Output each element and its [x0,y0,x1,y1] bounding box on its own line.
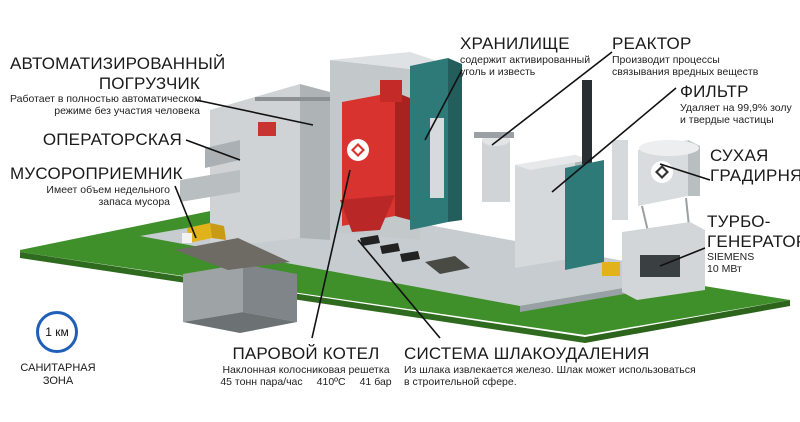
underground-pit [183,264,243,322]
steam-boiler [340,80,410,232]
sanitary-zone-line2: ЗОНА [42,374,74,387]
cooling-tower-label: СУХАЯ ГРАДИРНЯ [710,146,800,185]
boiler-spec-pressure: 41 бар [359,375,392,388]
slag-pile [425,256,470,274]
loader-desc-line2: режиме без участия человека [54,105,200,118]
storage-label: ХРАНИЛИЩЕ содержит активированный уголь … [460,34,590,78]
boiler-label: ПАРОВОЙ КОТЕЛ Наклонная колосниковая реш… [186,344,426,388]
bunker-hall-left-wall [210,84,300,248]
turbine-title-line2: ГЕНЕРАТОР [707,231,800,251]
slag-system-title: СИСТЕМА ШЛАКОУДАЛЕНИЯ [404,344,650,363]
control-room-box [180,170,240,202]
waste-bunker-label: МУСОРОПРИЕМНИК Имеет объем недельного за… [10,164,183,208]
slag-conveyors [360,235,420,262]
sanitary-zone-radius: 1 км [45,325,69,339]
boiler-spec-temperature: 410ºС [316,375,346,388]
slag-system-label: СИСТЕМА ШЛАКОУДАЛЕНИЯ Из шлака извлекает… [404,344,696,388]
filter-building [515,155,575,268]
generator-unit [602,262,620,276]
turbine-title-line1: ТУРБО- [707,212,771,231]
teal-hall [565,160,604,270]
boiler-title: ПАРОВОЙ КОТЕЛ [232,344,380,363]
waste-bunker-title: МУСОРОПРИЕМНИК [10,164,183,183]
reactor-desc-line1: Производит процессы [612,53,720,66]
loader-crane [258,122,276,136]
storage-title: ХРАНИЛИЩЕ [460,34,570,53]
storage-silo [430,118,444,198]
turbine-label: ТУРБО- ГЕНЕРАТОР SIEMENS 10 МВт [707,212,800,275]
filter-desc-line2: и твердые частицы [680,113,774,126]
sanitary-zone-label: САНИТАРНАЯ ЗОНА [10,362,106,387]
filter-desc-line1: Удаляет на 99,9% золу [680,101,792,114]
reactor-title: РЕАКТОР [612,34,692,53]
boiler-desc-line1: Наклонная колосниковая решетка [222,363,390,376]
lime-silo [612,140,628,220]
pointer-lines [174,51,711,339]
waste-bunker-desc-line1: Имеет объем недельного [46,183,170,196]
turbine-desc-line2: 10 МВт [707,263,742,276]
sanitary-zone-circle: 1 км [36,311,78,353]
slag-system-desc-line2: в строительной сфере. [404,375,517,388]
storage-desc-line1: содержит активированный [460,53,591,66]
control-room-label: ОПЕРАТОРСКАЯ [10,130,182,150]
cooling-tower-title-line2: ГРАДИРНЯ [710,165,800,185]
filter-label: ФИЛЬТР Удаляет на 99,9% золу и твердые ч… [680,82,792,126]
waste-pile [175,238,290,270]
dump-truck [182,223,226,243]
loader-title-line1: АВТОМАТИЗИРОВАННЫЙ [10,54,226,73]
storage-desc-line2: уголь и известь [460,65,536,78]
sanitary-zone-line1: САНИТАРНАЯ [20,362,96,374]
turbine-desc-line1: SIEMENS [707,251,755,264]
filter-title: ФИЛЬТР [680,82,749,101]
reactor-label: РЕАКТОР Производит процессы связывания в… [612,34,758,78]
reactor-unit [474,132,514,202]
boiler-spec-capacity: 45 тонн пара/час [220,375,303,388]
waste-bunker-desc-line2: запаса мусора [98,195,170,208]
loader-desc-line1: Работает в полностью автоматическом [10,93,202,106]
control-room-title: ОПЕРАТОРСКАЯ [42,130,182,149]
slag-system-desc-line1: Из шлака извлекается железо. Шлак может … [404,363,696,376]
reactor-desc-line2: связывания вредных веществ [612,65,759,78]
loader-label: АВТОМАТИЗИРОВАННЫЙ ПОГРУЗЧИК Работает в … [10,54,226,118]
boiler-specs: 45 тонн пара/час 410ºС 41 бар [186,376,426,388]
loader-title-line2: ПОГРУЗЧИК [98,73,200,93]
cooling-tower-title-line1: СУХАЯ [710,146,769,165]
